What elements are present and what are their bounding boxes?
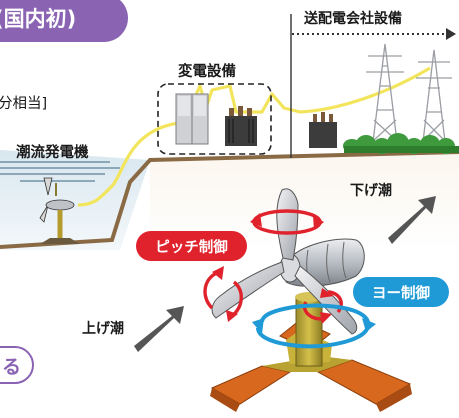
current-arrow-icon — [134, 306, 184, 352]
rotation-arrow-icon — [226, 310, 238, 322]
rotation-arrow-icon — [320, 288, 334, 298]
turbine-blade-right — [294, 265, 358, 335]
transformer-icon — [309, 112, 337, 148]
ebb-tide-label: 下げ潮 — [350, 183, 392, 199]
yaw-rotation-arrow-head — [362, 318, 376, 332]
sea-water — [0, 150, 150, 250]
turbine-blade-top — [276, 188, 299, 261]
sea-surface-lines — [0, 161, 120, 182]
flood-tide-label: 上げ潮 — [82, 321, 124, 337]
small-tidal-turbine-icon — [39, 177, 80, 244]
bottom-pill: る — [0, 346, 34, 384]
transmission-label: 送配電会社設備 — [304, 11, 402, 27]
transformer-icon — [225, 106, 257, 146]
bracket-text: 分相当] — [0, 96, 48, 112]
pitch-control-label: ピッチ制御 — [136, 231, 247, 261]
yaw-rotation-arrow-head — [252, 318, 264, 334]
zone-arrow-head — [446, 28, 456, 40]
substation-label: 変電設備 — [178, 64, 236, 80]
rotation-arrow-icon — [320, 312, 332, 324]
transmission-tower-icon — [366, 43, 452, 151]
substation-box — [157, 83, 272, 155]
title-pill: (国内初) — [0, 0, 128, 42]
switchgear-cabinet-icon — [175, 93, 209, 145]
rotation-arrow-icon — [212, 266, 224, 280]
current-arrow-icon — [388, 196, 436, 244]
land-area — [150, 152, 459, 250]
trees-icon — [343, 133, 459, 154]
rotation-arrow-icon — [313, 216, 324, 230]
tidal-generator-label: 潮流発電機 — [16, 145, 89, 161]
yaw-control-label: ヨー制御 — [353, 277, 449, 307]
rotation-arrow-icon — [250, 213, 262, 227]
